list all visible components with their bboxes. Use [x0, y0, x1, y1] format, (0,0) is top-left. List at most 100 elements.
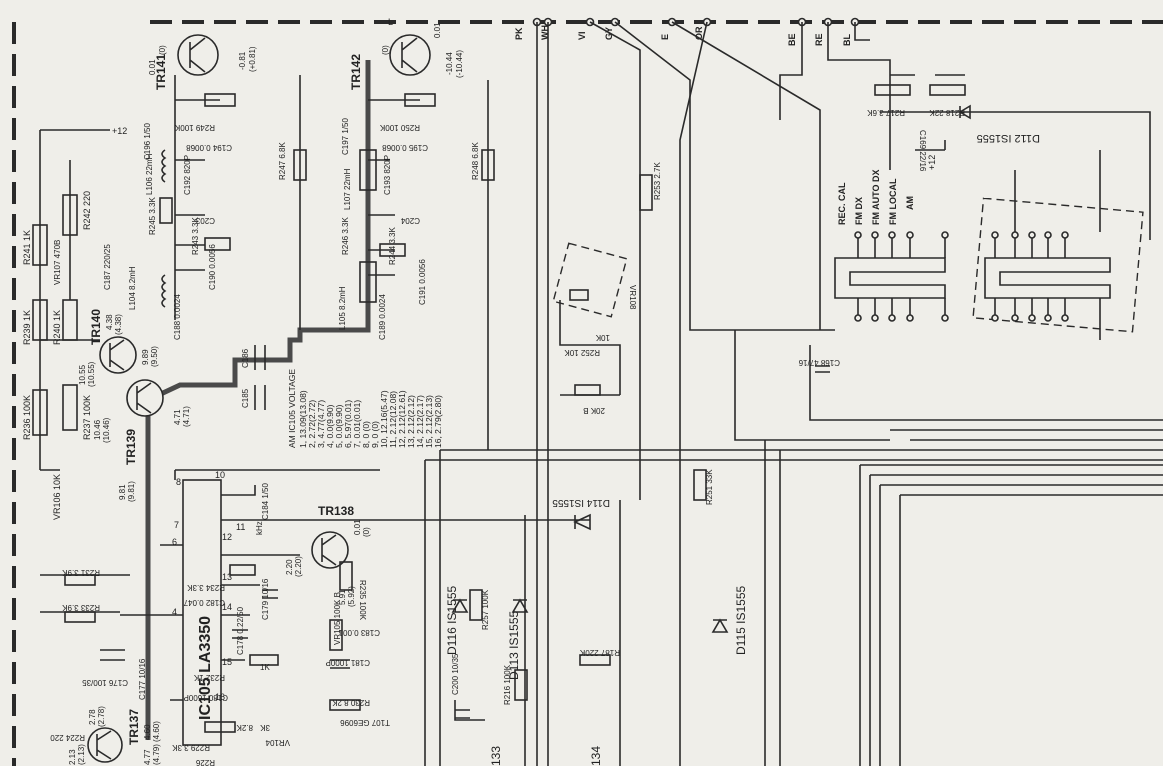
r240-label: R240 1K	[52, 310, 62, 345]
voltage-row-2: 2, 2.72(2.72)	[307, 400, 317, 448]
transistor-tr139	[126, 379, 164, 417]
voltage-row-9: 9, 0 (0)	[370, 421, 380, 448]
c184-label: C184 1/50	[261, 483, 270, 520]
transistor-tr138	[311, 531, 349, 569]
c168-label: C168 47/16	[798, 358, 840, 367]
tr139-v8: (9.81)	[127, 481, 136, 502]
tr139-v1: 9.89	[141, 349, 150, 365]
r217-label: R217 3.6K	[867, 108, 905, 117]
tr139-v5: 4.71	[173, 409, 182, 425]
tr140-v3: 10.55	[78, 364, 87, 385]
d112-label: D112 IS1555	[977, 132, 1040, 144]
c196-label: C196 1/50	[143, 123, 152, 160]
r247-label: R247 6.8K	[278, 142, 287, 180]
voltage-row-7: 7, 0.01(0.01)	[352, 400, 362, 448]
voltage-row-11: 11, 2.12(12.08)	[388, 391, 398, 448]
switch-position-labels: REC. CAL FM DX FM AUTO DX FM LOCAL AM	[837, 170, 915, 226]
l107-label: L107 22mH	[343, 168, 352, 210]
c178-label: C178 0.22/50	[236, 606, 245, 655]
tr137-v1: 2.78	[88, 709, 97, 725]
ic-pin-6: 6	[172, 537, 177, 547]
vr108-label: VR108	[628, 285, 637, 310]
r216-label: R216 100K	[503, 664, 512, 705]
diode-d115	[711, 618, 729, 633]
r226-label: R226	[195, 758, 215, 766]
c187-label: C187 220/25	[103, 244, 112, 290]
tr139-v6: (4.71)	[182, 406, 191, 427]
r251-label: R251 33K	[705, 469, 714, 505]
tr139-ref: TR139	[124, 429, 138, 465]
tr140-v1: 4.38	[105, 314, 114, 330]
switch-label-fm-local: FM LOCAL	[888, 178, 898, 225]
tr138-v6: (5.92)	[347, 586, 356, 607]
vr107-label: VR107 470B	[53, 240, 62, 285]
plus12-label-a: +12	[112, 126, 127, 136]
c177-label: C177 10/16	[138, 658, 147, 700]
c195-label: C195 0.0068	[382, 143, 428, 152]
ic-pin-4: 4	[172, 607, 177, 617]
wire-label-wh: WH	[540, 25, 550, 40]
wire-label-e: E	[660, 34, 670, 40]
voltage-table-title: AM IC105 VOLTAGE	[287, 369, 297, 448]
d114-label: D114 IS1555	[552, 497, 610, 508]
r252-label: R252 10K	[564, 348, 600, 357]
transistor-tr137	[87, 727, 123, 763]
ic105-voltage-table: AM IC105 VOLTAGE 1, 13.09(13.08) 2, 2.72…	[287, 369, 443, 448]
wire-label-be: BE	[787, 33, 797, 46]
tr138-v1: 0.01	[353, 519, 362, 535]
voltage-row-12: 12, 2.12(12.61)	[397, 390, 407, 448]
c193-label: C193 820P	[383, 155, 392, 195]
r249-label: R249 100K	[174, 123, 215, 132]
c194-label: C194 0.0068	[186, 143, 232, 152]
r224-label: R224 220	[50, 733, 85, 742]
label-3k: 3K	[260, 723, 270, 732]
middle-vr-network	[552, 174, 653, 396]
vr-20kb-label: 20K B	[583, 406, 605, 415]
r233-label: R233 3.9K	[62, 603, 100, 612]
tr137-v4: (4.60)	[152, 721, 161, 742]
ic-support-components	[204, 561, 361, 733]
d115-label: D115 IS1555	[734, 586, 748, 655]
diode-d114	[573, 513, 591, 531]
band-switch-assembly	[834, 150, 1144, 340]
left-supply-network	[32, 129, 110, 471]
c185-label: C185	[241, 388, 250, 408]
plus12-label-b: +12	[927, 155, 937, 170]
c191-label: C191 0.0056	[418, 259, 427, 305]
l105-label: L105 8.2mH	[338, 286, 347, 330]
wire-label-bl: BL	[842, 34, 852, 46]
c190-label: C190 0.0056	[208, 244, 217, 290]
transistor-tr141	[177, 34, 219, 76]
c204-label: C204	[400, 216, 420, 225]
r250-label: R250 100K	[379, 123, 420, 132]
vertical-wires	[424, 21, 1163, 766]
voltage-row-1: 1, 13.09(13.08)	[298, 390, 308, 448]
wire-label-vi: VI	[577, 31, 587, 40]
voltage-row-10: 10, 12.16(5.47)	[379, 390, 389, 448]
voltage-row-13: 13, 2.12(2.12)	[406, 395, 416, 448]
ic105-body	[182, 479, 222, 746]
c189-label: C189 0.0024	[378, 294, 387, 340]
c192-label: C192 820P	[183, 155, 192, 195]
tr138-v2: (0)	[362, 527, 371, 537]
voltage-row-4: 4, 0.0(9.90)	[325, 404, 335, 448]
ic-pin-12: 12	[222, 532, 232, 542]
tr138-ref: TR138	[318, 504, 354, 518]
vr-10k-label: 10K	[595, 333, 610, 342]
vr104-label: VR104	[265, 738, 290, 747]
ic105-pin-numbers: 8 10 6 7 12 11 13 14 15 4 16	[172, 470, 245, 702]
tr141-v2: (0)	[158, 45, 167, 55]
voltage-row-14: 14, 2.12(2.17)	[415, 395, 425, 448]
label-l: L	[388, 17, 393, 27]
label-1k: 1K	[260, 663, 270, 672]
transistor-tr142	[389, 34, 431, 76]
diode-d116	[451, 598, 469, 613]
tr139-v7: 9.81	[118, 484, 127, 500]
c180-label: C180 1600P	[184, 693, 228, 702]
switch-label-fm-auto-dx: FM AUTO DX	[871, 170, 881, 226]
ic-pin-7: 7	[174, 520, 179, 530]
tr137-v5: 4.77	[143, 749, 152, 765]
c197-label: C197 1/50	[341, 118, 350, 155]
c188-label: C188 0.0024	[173, 294, 182, 340]
